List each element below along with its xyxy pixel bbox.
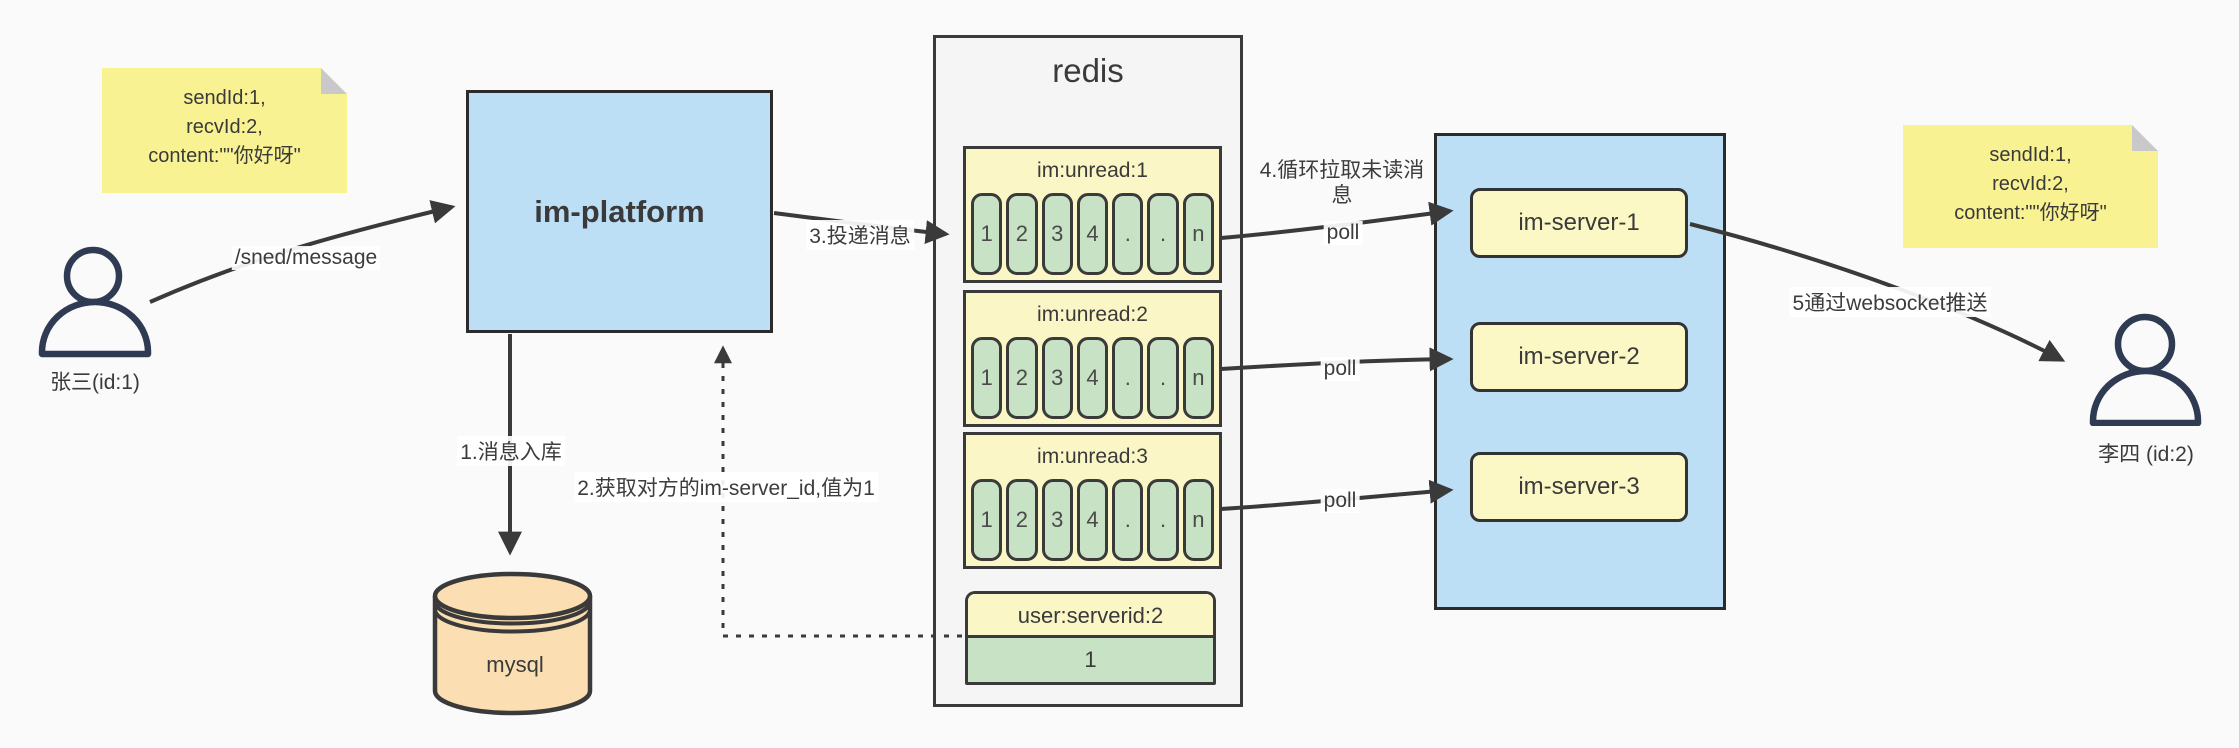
queue-cell: 3 (1041, 337, 1073, 419)
queue-im-unread-2: im:unread:2 1 2 3 4 . . n (963, 290, 1222, 427)
queue-cell: 1 (971, 337, 1003, 419)
edge-label-poll-2: poll (1320, 357, 1360, 381)
edge-label-poll-1: poll (1323, 221, 1363, 245)
im-server-2-label: im-server-2 (1518, 343, 1640, 370)
queue-cell: . (1147, 479, 1179, 561)
queue-cell: 4 (1076, 479, 1109, 561)
queue-cell: 4 (1076, 193, 1109, 275)
queue-2-name: im:unread:2 (1037, 303, 1148, 326)
redis-title: redis (1052, 52, 1124, 89)
queue-im-unread-1: im:unread:1 1 2 3 4 . . n (963, 146, 1222, 283)
queue-cell: . (1112, 479, 1144, 561)
kv-user-serverid: user:serverid:2 1 (965, 591, 1216, 685)
queue-cell: 1 (971, 193, 1003, 275)
mysql-database-icon (432, 571, 593, 716)
im-server-3-box: im-server-3 (1470, 452, 1688, 522)
edge-label-get-serverid: 2.获取对方的im-server_id,值为1 (574, 472, 878, 502)
queue-cell: 4 (1076, 337, 1109, 419)
note-left-line1: sendId:1, (183, 87, 266, 109)
edge-label-poll-3: poll (1320, 489, 1360, 513)
queue-cell: . (1112, 337, 1144, 419)
queue-cell: 1 (971, 479, 1003, 561)
im-server-1-box: im-server-1 (1470, 188, 1688, 258)
im-platform-label: im-platform (534, 193, 705, 229)
queue-cell: . (1112, 193, 1144, 275)
edge-label-deliver: 3.投递消息 (806, 220, 914, 250)
im-server-1-label: im-server-1 (1518, 209, 1640, 236)
note-right-line2: recvId:2, (1992, 173, 2069, 195)
note-fold-icon (321, 68, 347, 94)
queue-cell: 2 (1006, 479, 1038, 561)
queue-cell: n (1182, 337, 1214, 419)
kv-key: user:serverid:2 (968, 594, 1213, 638)
user-icon-sender (38, 246, 152, 358)
queue-cell: n (1182, 479, 1214, 561)
note-left-line3: content:""你好呀" (148, 145, 301, 167)
user-icon-receiver (2089, 313, 2202, 426)
queue-cell: 3 (1041, 193, 1073, 275)
queue-1-name: im:unread:1 (1037, 159, 1148, 182)
queue-2-cells: 1 2 3 4 . . n (966, 337, 1219, 424)
edge-label-send: /sned/message (231, 246, 381, 270)
queue-im-unread-3: im:unread:3 1 2 3 4 . . n (963, 432, 1222, 569)
edge-label-push: 5通过websocket推送 (1789, 287, 1991, 317)
queue-cell: 3 (1041, 479, 1073, 561)
queue-3-cells: 1 2 3 4 . . n (966, 479, 1219, 566)
receiver-label: 李四 (id:2) (2098, 443, 2194, 466)
edge-label-store: 1.消息入库 (457, 436, 565, 466)
mysql-label: mysql (486, 652, 544, 677)
im-server-2-box: im-server-2 (1470, 322, 1688, 392)
redis-container: redis im:unread:1 1 2 3 4 . . n im:unrea… (933, 35, 1243, 707)
note-left-line2: recvId:2, (186, 116, 263, 138)
kv-value: 1 (968, 638, 1213, 682)
queue-1-cells: 1 2 3 4 . . n (966, 193, 1219, 280)
queue-cell: 2 (1006, 193, 1038, 275)
queue-cell: . (1147, 193, 1179, 275)
queue-3-name: im:unread:3 (1037, 445, 1148, 468)
note-right-line3: content:""你好呀" (1954, 202, 2107, 224)
note-right: sendId:1, recvId:2, content:""你好呀" (1903, 125, 2158, 248)
note-left: sendId:1, recvId:2, content:""你好呀" (102, 68, 347, 193)
note-right-line1: sendId:1, (1989, 144, 2072, 166)
queue-cell: n (1182, 193, 1214, 275)
queue-cell: . (1147, 337, 1179, 419)
im-platform-box: im-platform (466, 90, 773, 333)
note-fold-icon (2132, 125, 2158, 151)
im-server-3-label: im-server-3 (1518, 473, 1640, 500)
edge-label-pull: 4.循环拉取未读消息 (1259, 159, 1425, 208)
queue-cell: 2 (1006, 337, 1038, 419)
sender-label: 张三(id:1) (50, 371, 140, 394)
